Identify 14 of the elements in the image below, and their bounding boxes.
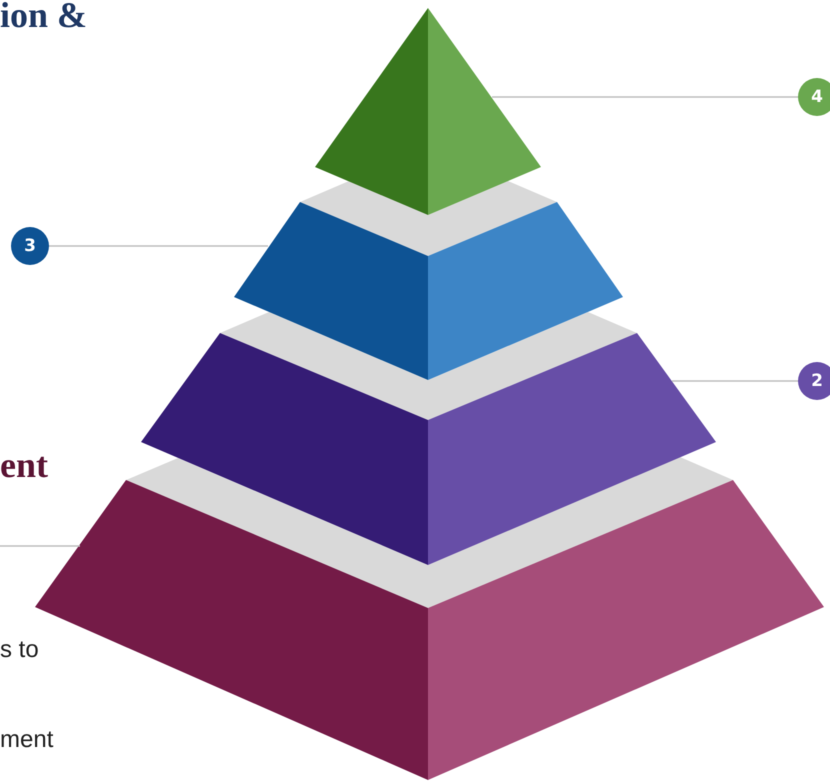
leader-line bbox=[49, 245, 268, 247]
callout-number: 4 bbox=[798, 78, 830, 116]
pyramid-tier bbox=[141, 312, 716, 565]
body-text: ment bbox=[0, 726, 54, 754]
pyramid-tier bbox=[234, 181, 623, 380]
heading: ion & bbox=[0, 0, 88, 36]
leader-line bbox=[672, 380, 798, 382]
leader-line bbox=[0, 545, 80, 547]
callout-number: 3 bbox=[11, 227, 49, 265]
leader-line bbox=[492, 96, 798, 98]
callout-number: 2 bbox=[798, 362, 830, 400]
body-text: s to bbox=[0, 636, 39, 664]
heading: ent bbox=[0, 444, 48, 486]
pyramid-tier bbox=[315, 8, 541, 215]
